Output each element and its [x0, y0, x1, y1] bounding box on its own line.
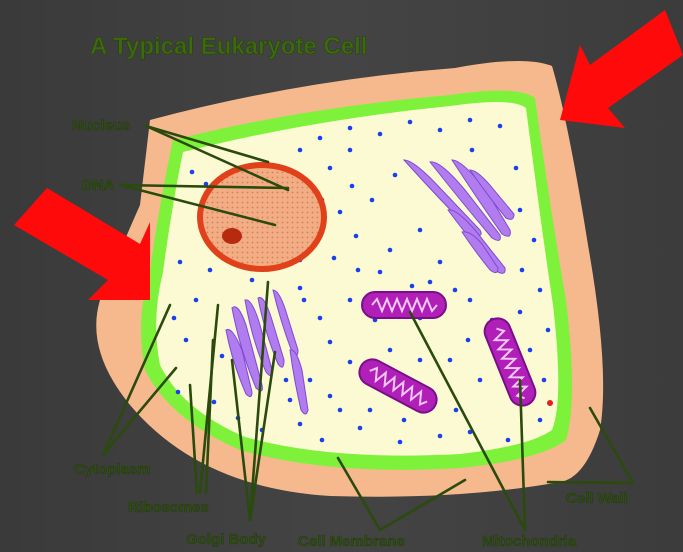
- ribosome-dot: [298, 422, 303, 427]
- label-cytoplasm: Cytoplasm: [74, 461, 151, 478]
- ribosome-dot: [532, 238, 537, 243]
- ribosome-dot: [172, 316, 177, 321]
- ribosome-dot: [348, 148, 353, 153]
- vesicle-dot: [547, 400, 553, 406]
- ribosome-dot: [328, 340, 333, 345]
- ribosome-dot: [470, 148, 475, 153]
- label-cell-wall: Cell Wall: [566, 490, 628, 507]
- ribosome-dot: [410, 284, 415, 289]
- mitochondrion: [362, 292, 446, 318]
- arrow-cell-wall-left: [14, 188, 150, 300]
- ribosome-dot: [468, 298, 473, 303]
- ribosome-dot: [448, 358, 453, 363]
- ribosome-dot: [546, 328, 551, 333]
- nucleolus: [222, 228, 242, 244]
- ribosome-dot: [538, 288, 543, 293]
- ribosome-dot: [520, 268, 525, 273]
- ribosome-dot: [378, 132, 383, 137]
- ribosome-dot: [338, 210, 343, 215]
- diagram-title: A Typical Eukaryote Cell: [90, 33, 367, 60]
- nucleus: [200, 165, 324, 269]
- ribosome-dot: [514, 166, 519, 171]
- ribosome-dot: [350, 184, 355, 189]
- label-ribosomes: Ribosomes: [128, 499, 209, 516]
- label-cell-membrane: Cell Membrane: [298, 533, 405, 550]
- ribosome-dot: [368, 408, 373, 413]
- arrow-cell-wall-right: [560, 10, 683, 128]
- ribosome-dot: [506, 438, 511, 443]
- ribosome-dot: [302, 298, 307, 303]
- ribosome-dot: [478, 378, 483, 383]
- ribosome-dot: [378, 270, 383, 275]
- ribosome-dot: [518, 208, 523, 213]
- ribosome-dot: [370, 198, 375, 203]
- ribosome-dot: [468, 118, 473, 123]
- ribosome-dot: [438, 128, 443, 133]
- ribosome-dot: [250, 278, 255, 283]
- ribosome-dot: [194, 298, 199, 303]
- ribosome-dot: [288, 398, 293, 403]
- ribosome-dot: [418, 228, 423, 233]
- ribosome-dot: [184, 338, 189, 343]
- ribosome-dot: [318, 136, 323, 141]
- label-nucleus: Nucleus: [72, 117, 130, 134]
- ribosome-dot: [208, 268, 213, 273]
- ribosome-dot: [438, 434, 443, 439]
- ribosome-dot: [178, 260, 183, 265]
- ribosome-dot: [466, 338, 471, 343]
- cytoplasm: [156, 102, 558, 456]
- ribosome-dot: [518, 310, 523, 315]
- ribosome-dot: [220, 354, 225, 359]
- ribosome-dot: [354, 234, 359, 239]
- ribosome-dot: [348, 126, 353, 131]
- label-dna: DNA: [82, 177, 115, 194]
- ribosome-dot: [542, 378, 547, 383]
- ribosome-dot: [348, 298, 353, 303]
- ribosome-dot: [408, 120, 413, 125]
- ribosome-dot: [538, 418, 543, 423]
- ribosome-dot: [284, 378, 289, 383]
- ribosome-dot: [190, 170, 195, 175]
- ribosome-dot: [318, 316, 323, 321]
- ribosome-dot: [498, 124, 503, 129]
- ribosome-dot: [438, 260, 443, 265]
- ribosome-dot: [328, 394, 333, 399]
- ribosome-dot: [298, 286, 303, 291]
- ribosome-dot: [298, 148, 303, 153]
- ribosome-dot: [528, 348, 533, 353]
- label-mitochondria: Mitochondria: [482, 533, 577, 550]
- ribosome-dot: [338, 408, 343, 413]
- ribosome-dot: [393, 173, 398, 178]
- ribosome-dot: [328, 166, 333, 171]
- label-golgi-body: Golgi Body: [186, 531, 267, 548]
- ribosome-dot: [398, 440, 403, 445]
- ribosome-dot: [212, 400, 217, 405]
- ribosome-dot: [176, 390, 181, 395]
- ribosome-dot: [428, 280, 433, 285]
- ribosome-dot: [320, 438, 325, 443]
- ribosome-dot: [358, 426, 363, 431]
- ribosome-dot: [402, 418, 407, 423]
- ribosome-dot: [308, 378, 313, 383]
- ribosome-dot: [418, 358, 423, 363]
- ribosome-dot: [388, 248, 393, 253]
- ribosome-dot: [454, 408, 459, 413]
- ribosome-dot: [388, 348, 393, 353]
- ribosome-dot: [332, 256, 337, 261]
- ribosome-dot: [356, 268, 361, 273]
- ribosome-dot: [348, 360, 353, 365]
- ribosome-dot: [453, 288, 458, 293]
